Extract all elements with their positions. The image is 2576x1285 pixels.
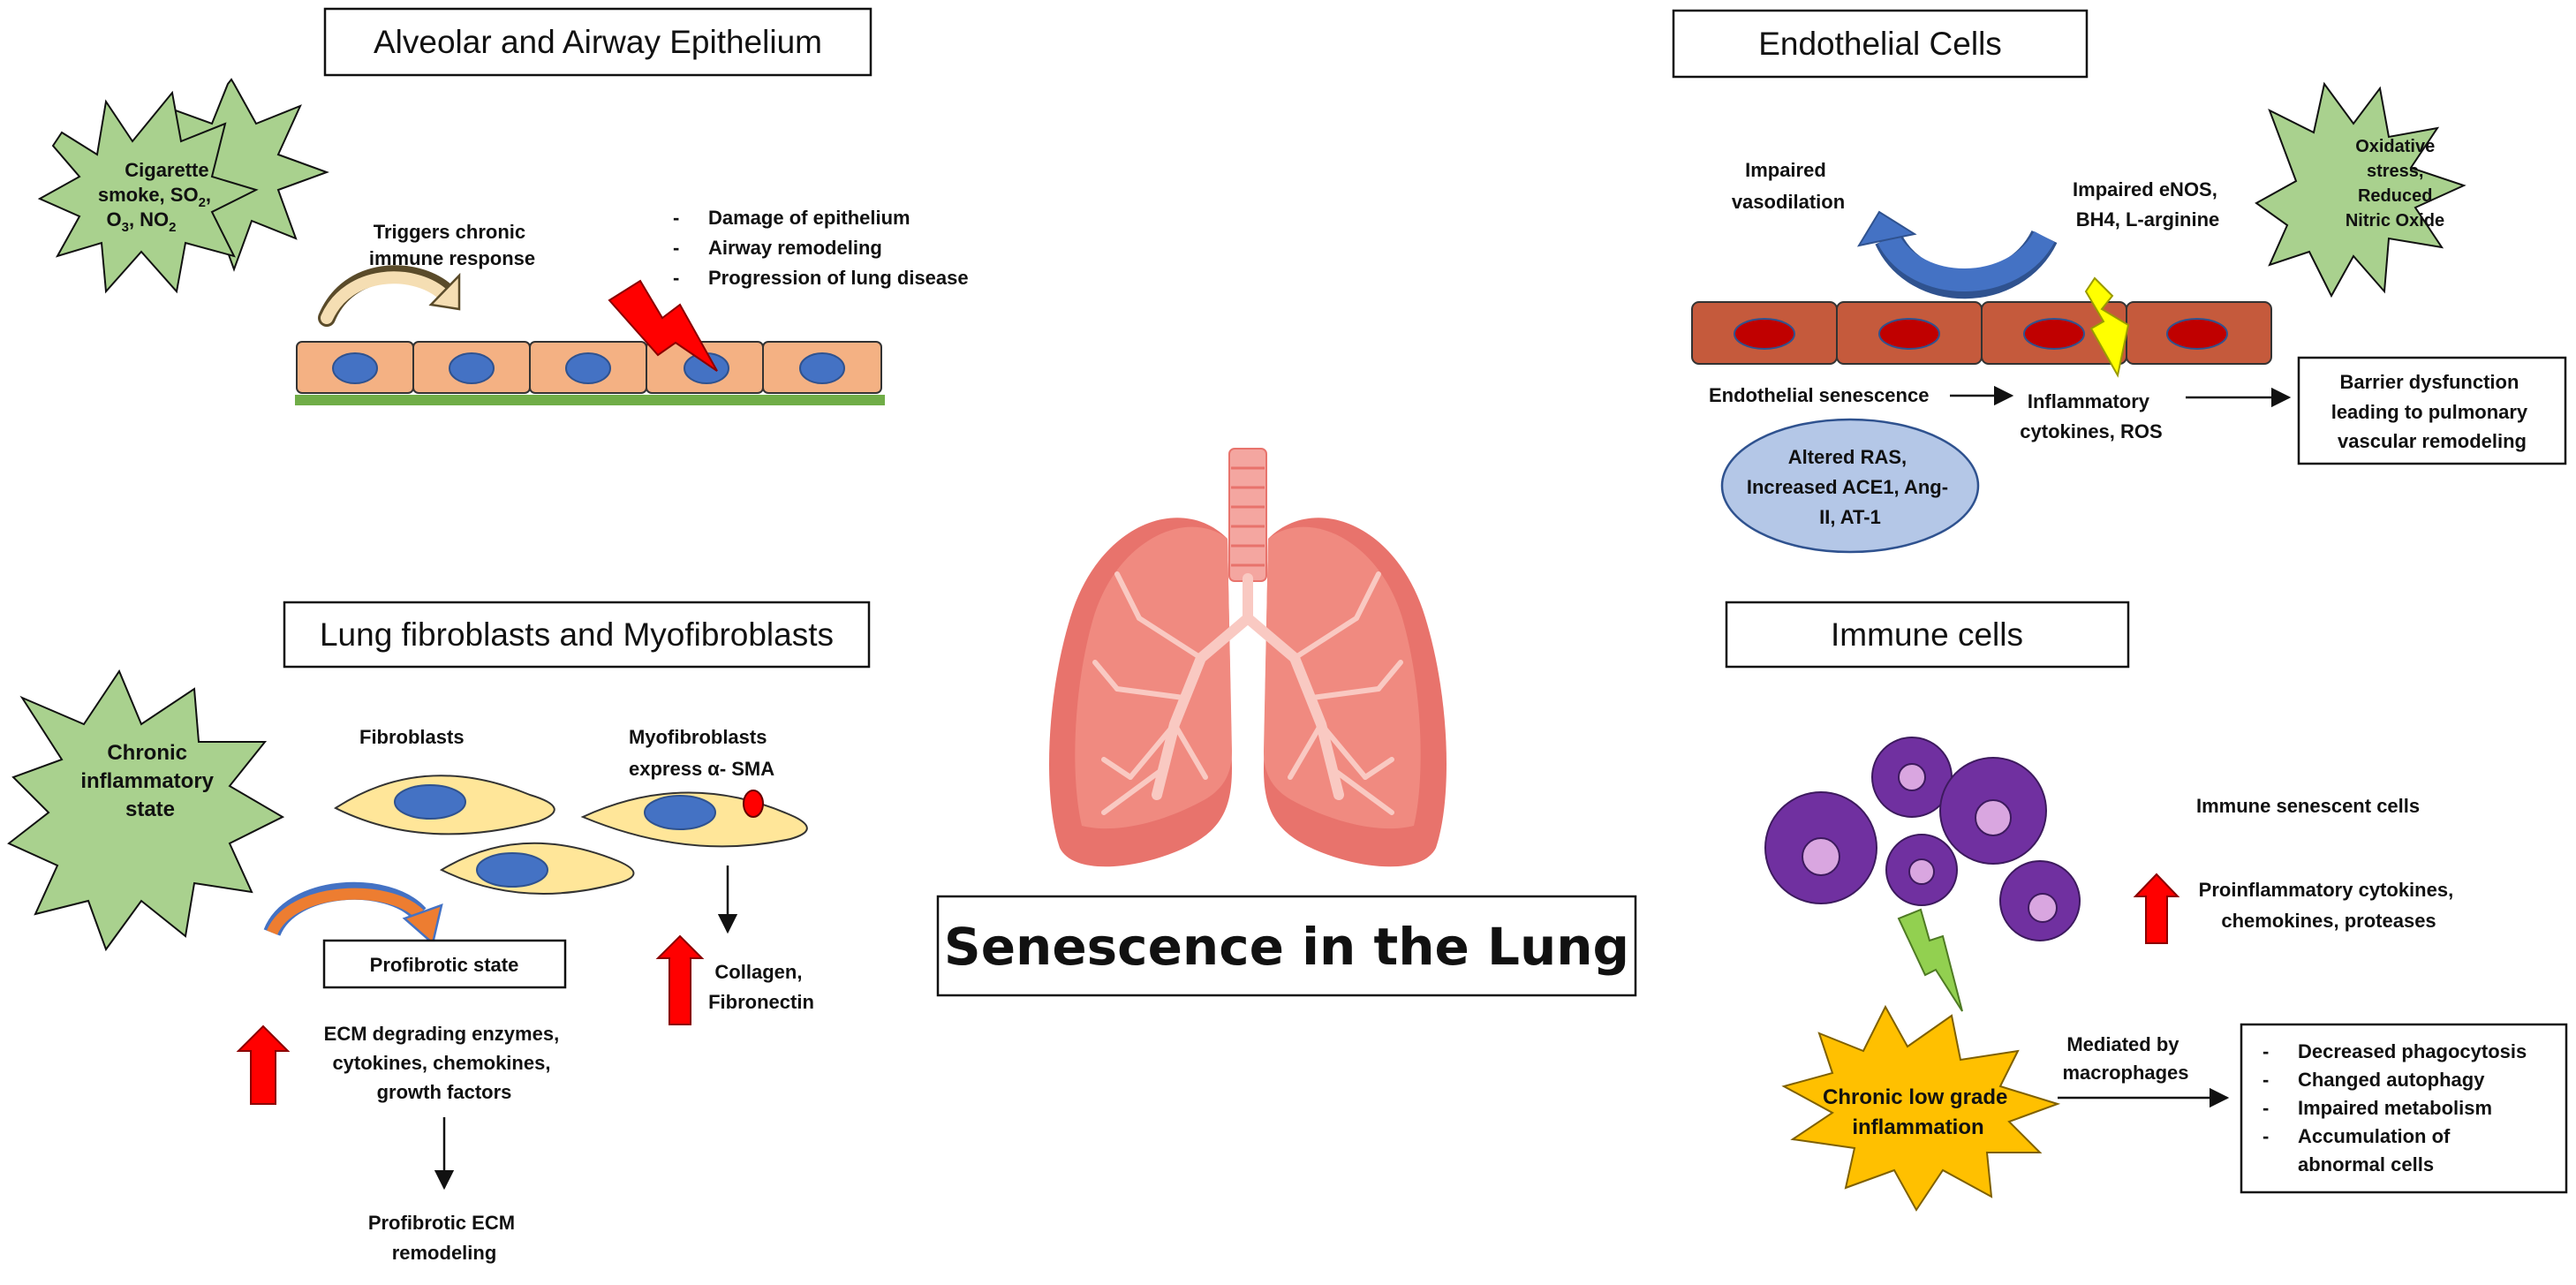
myofibroblasts-label: Myofibroblasts express α- SMA: [629, 726, 774, 780]
irritant-text: Cigarette smoke, SO2, O3, NO2: [98, 159, 216, 235]
irritant-line-3: O: [106, 208, 121, 231]
profibrotic-state-box: [322, 939, 567, 989]
cytokines-label: Inflammatory cytokines, ROS: [2020, 390, 2162, 442]
svg-text:-: -: [2262, 1040, 2269, 1062]
irritant-sub-1: 2: [199, 195, 206, 210]
main-title-box: [936, 895, 1637, 997]
fibro-curved-arrow-head: [402, 903, 443, 946]
svg-text:-: -: [2262, 1069, 2269, 1091]
inflammation-burst: [1781, 1004, 2061, 1212]
immune-effects-box: [2240, 1023, 2568, 1194]
irritant-burst-shape: [37, 90, 259, 294]
mediated-label: Mediated by macrophages: [2062, 1033, 2188, 1084]
barrier-text: Barrier dysfunction leading to pulmonary…: [2331, 371, 2534, 452]
blue-arrow-fill: [1877, 231, 2055, 291]
impaired-enos-label: Impaired eNOS, BH4, L-arginine: [2073, 178, 2223, 231]
immune-cell-cluster: [1764, 737, 2081, 941]
immune-effect-2: Changed autophagy: [2298, 1069, 2485, 1091]
endothelial-senescence-label: Endothelial senescence: [1709, 384, 1929, 406]
airway-title: Alveolar and Airway Epithelium: [374, 24, 822, 60]
inflammatory-text: Chronic inflammatory state: [80, 741, 219, 821]
curved-arrow-head: [428, 272, 461, 311]
svg-text:-: -: [2262, 1097, 2269, 1119]
curved-arrow-fill: [321, 271, 448, 324]
endothelial-section: Endothelial Cells Impaired vasodilation …: [1672, 9, 2567, 554]
proinflammatory-up-arrow: [2133, 873, 2180, 944]
immune-effect-4: Accumulation of: [2298, 1125, 2451, 1147]
main-title: Senescence in the Lung: [944, 917, 1629, 977]
immune-senescent-label: Immune senescent cells: [2196, 795, 2420, 817]
fibroblast-title: Lung fibroblasts and Myofibroblasts: [320, 616, 834, 653]
irritant-line-2: smoke, SO: [98, 184, 199, 206]
irritant-line-1: Cigarette: [125, 159, 208, 181]
airway-effect-3: Progression of lung disease: [708, 267, 969, 289]
lungs-illustration: [1049, 448, 1447, 867]
airway-section: Alveolar and Airway Epithelium Cigarette…: [37, 7, 969, 405]
svg-text:-: -: [673, 207, 679, 229]
ecm-enzymes-label: ECM degrading enzymes, cytokines, chemok…: [324, 1023, 565, 1103]
endothelium-lightning: [2084, 276, 2130, 378]
oxidative-burst: [2255, 81, 2466, 299]
airway-effect-2: Airway remodeling: [708, 237, 882, 259]
airway-title-box: [323, 7, 873, 77]
fibro-curved-arrow-fill: [267, 888, 424, 936]
ras-ellipse: [1720, 418, 1980, 554]
endothelial-title-box: [1672, 9, 2089, 79]
barrier-box: [2297, 356, 2567, 465]
collagen-label: Collagen, Fibronectin: [708, 961, 814, 1013]
svg-text:-: -: [673, 237, 679, 259]
alpha-sma-marker: [743, 790, 764, 818]
blue-arrow-head: [1856, 210, 1917, 247]
profibrotic-state-label: Profibrotic state: [370, 954, 519, 976]
ecm-remodeling-label: Profibrotic ECM remodeling: [368, 1212, 520, 1264]
svg-text:-: -: [2262, 1125, 2269, 1147]
immune-effect-3: Impaired metabolism: [2298, 1097, 2492, 1119]
trigger-label: Triggers chronic immune response: [369, 221, 535, 269]
epithelium-cells: [295, 341, 885, 405]
proinflammatory-label: Proinflammatory cytokines, chemokines, p…: [2199, 879, 2459, 932]
endothelial-title: Endothelial Cells: [1758, 26, 2002, 62]
immune-title-box: [1725, 601, 2130, 669]
collagen-up-arrow: [655, 934, 705, 1025]
irritant-line-4: NO: [140, 208, 169, 231]
inflammatory-burst: [7, 669, 285, 952]
immune-effect-1: Decreased phagocytosis: [2298, 1040, 2527, 1062]
irritant-sub-3: 2: [169, 220, 176, 235]
inflammation-text: Chronic low grade inflammation: [1823, 1085, 2013, 1139]
ecm-up-arrow: [236, 1024, 291, 1105]
fibroblasts-label: Fibroblasts: [359, 726, 465, 748]
fibroblast-title-box: [283, 601, 871, 669]
irritant-sub-2: 3: [122, 220, 129, 235]
immune-effects-list: - Decreased phagocytosis - Changed autop…: [2262, 1040, 2527, 1175]
immune-section: Immune cells Immune senescent cells Proi…: [1725, 601, 2568, 1212]
endothelium-cells: [1691, 301, 2272, 365]
damage-lightning: [608, 279, 718, 372]
fibroblast-section: Lung fibroblasts and Myofibroblasts Chro…: [7, 601, 871, 1264]
immune-title: Immune cells: [1831, 616, 2023, 653]
impaired-vasodilation-label: Impaired vasodilation: [1732, 159, 1845, 213]
svg-text:-: -: [673, 267, 679, 289]
airway-effects-list: - Damage of epithelium - Airway remodeli…: [673, 207, 969, 289]
immune-effect-5: abnormal cells: [2298, 1153, 2434, 1175]
ras-text: Altered RAS, Increased ACE1, Ang- II, AT…: [1747, 446, 1953, 528]
airway-effect-1: Damage of epithelium: [708, 207, 910, 229]
immune-lightning: [1897, 908, 1963, 1012]
oxidative-text: Oxidative stress, Reduced Nitric Oxide: [2346, 137, 2444, 231]
